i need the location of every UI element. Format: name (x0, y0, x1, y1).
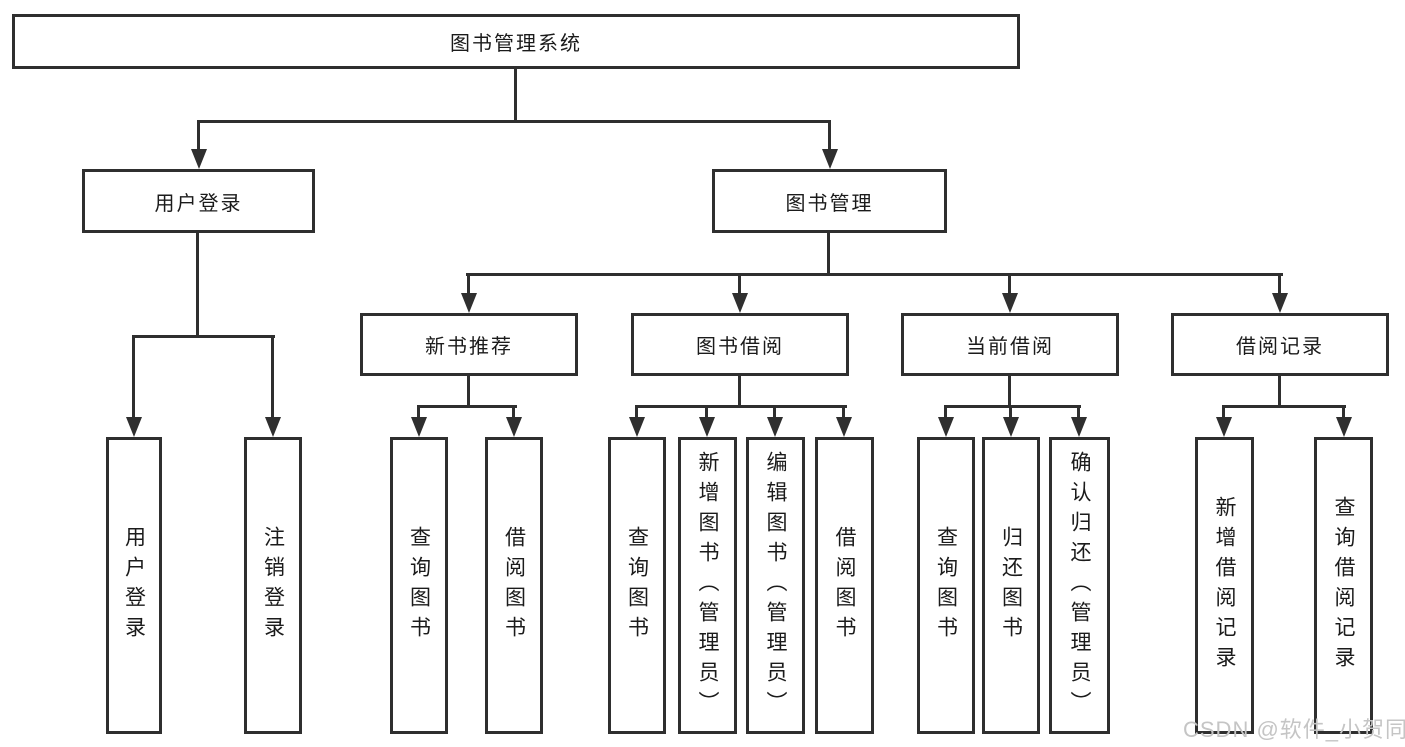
arrowhead (506, 417, 522, 437)
connector-stub (738, 376, 741, 407)
arrowhead (1216, 417, 1232, 437)
connector-drop (132, 335, 135, 420)
node-user-login: 用户登录 (82, 169, 315, 233)
node-new-book-recommendation: 新书推荐 (360, 313, 578, 376)
arrowhead (1071, 417, 1087, 437)
arrowhead (1336, 417, 1352, 437)
arrowhead (126, 417, 142, 437)
connector-drop (842, 405, 845, 419)
leaf-label: 新增借阅记录 (1213, 495, 1236, 676)
arrowhead (836, 417, 852, 437)
leaf-label: 查询图书 (934, 525, 958, 646)
connector-user-login-bus (132, 335, 275, 338)
connector-drop-book-management (828, 120, 831, 150)
connector-bus (635, 405, 847, 408)
arrowhead (1272, 293, 1288, 313)
arrowhead (732, 293, 748, 313)
arrowhead (191, 149, 207, 169)
node-user-login-label: 用户登录 (154, 192, 243, 215)
node-book-management-label: 图书管理 (785, 192, 874, 215)
connector-root-stub (514, 69, 517, 120)
arrowhead (1002, 293, 1018, 313)
arrowhead (822, 149, 838, 169)
connector-bus (1222, 405, 1346, 408)
connector-drop (1222, 405, 1225, 419)
connector-drop (271, 335, 274, 420)
connector-drop (1008, 273, 1011, 295)
arrowhead (265, 417, 281, 437)
arrowhead (411, 417, 427, 437)
connector-stub (1278, 376, 1281, 407)
connector-drop (512, 405, 515, 419)
leaf-user-login: 用户登录 (106, 437, 162, 734)
csdn-watermark: CSDN @软件_小贺同学 (1183, 717, 1405, 742)
arrowhead (938, 417, 954, 437)
leaf-label: 查询图书 (625, 525, 649, 646)
leaf-add-books-admin: 新增图书（管理员） (678, 437, 737, 734)
leaf-query-books: 查询图书 (608, 437, 666, 734)
leaf-return-books: 归还图书 (982, 437, 1040, 734)
connector-drop (467, 273, 470, 295)
leaf-label: 查询借阅记录 (1332, 495, 1355, 676)
connector-drop (944, 405, 947, 419)
connector-bus (944, 405, 1081, 408)
leaf-label: 新增图书（管理员） (696, 450, 719, 721)
node-current-borrowing-label: 当前借阅 (966, 336, 1054, 358)
connector-level3-bus (466, 273, 1283, 276)
connector-drop-user-login (197, 120, 200, 150)
connector-drop (635, 405, 638, 419)
arrowhead (699, 417, 715, 437)
arrowhead (461, 293, 477, 313)
node-borrowing-records-label: 借阅记录 (1236, 336, 1324, 358)
connector-book-management-stub (827, 233, 830, 275)
node-current-borrowing: 当前借阅 (901, 313, 1119, 376)
node-borrowing-records: 借阅记录 (1171, 313, 1389, 376)
node-book-borrowing-label: 图书借阅 (696, 336, 784, 358)
leaf-label: 确认归还（管理员） (1068, 450, 1091, 721)
leaf-label: 归还图书 (999, 525, 1023, 646)
connector-drop (773, 405, 776, 419)
leaf-confirm-return-admin: 确认归还（管理员） (1049, 437, 1110, 734)
leaf-add-borrow-record: 新增借阅记录 (1195, 437, 1254, 734)
connector-user-login-stub (196, 233, 199, 335)
leaf-label: 注销登录 (261, 525, 285, 646)
node-new-book-recommendation-label: 新书推荐 (425, 336, 513, 358)
connector-drop (1278, 273, 1281, 295)
leaf-label: 借阅图书 (502, 525, 526, 646)
connector-drop (738, 273, 741, 295)
node-root: 图书管理系统 (12, 14, 1020, 69)
connector-drop (705, 405, 708, 419)
leaf-query-books: 查询图书 (390, 437, 448, 734)
connector-drop (1342, 405, 1345, 419)
leaf-label: 编辑图书（管理员） (764, 450, 787, 721)
leaf-query-borrow-record: 查询借阅记录 (1314, 437, 1373, 734)
leaf-borrow-books: 借阅图书 (485, 437, 543, 734)
leaf-logout: 注销登录 (244, 437, 302, 734)
arrowhead (1003, 417, 1019, 437)
node-book-management: 图书管理 (712, 169, 947, 233)
arrowhead (629, 417, 645, 437)
node-root-label: 图书管理系统 (450, 33, 582, 55)
connector-level2-bus (197, 120, 831, 123)
connector-bus (417, 405, 517, 408)
connector-drop (1009, 405, 1012, 419)
leaf-label: 用户登录 (122, 525, 146, 646)
arrowhead (767, 417, 783, 437)
leaf-query-books: 查询图书 (917, 437, 975, 734)
leaf-label: 查询图书 (407, 525, 431, 646)
connector-stub (467, 376, 470, 407)
connector-drop (1077, 405, 1080, 419)
leaf-borrow-books: 借阅图书 (815, 437, 874, 734)
connector-drop (417, 405, 420, 419)
node-book-borrowing: 图书借阅 (631, 313, 849, 376)
leaf-label: 借阅图书 (833, 525, 856, 646)
leaf-edit-books-admin: 编辑图书（管理员） (746, 437, 805, 734)
connector-stub (1008, 376, 1011, 407)
